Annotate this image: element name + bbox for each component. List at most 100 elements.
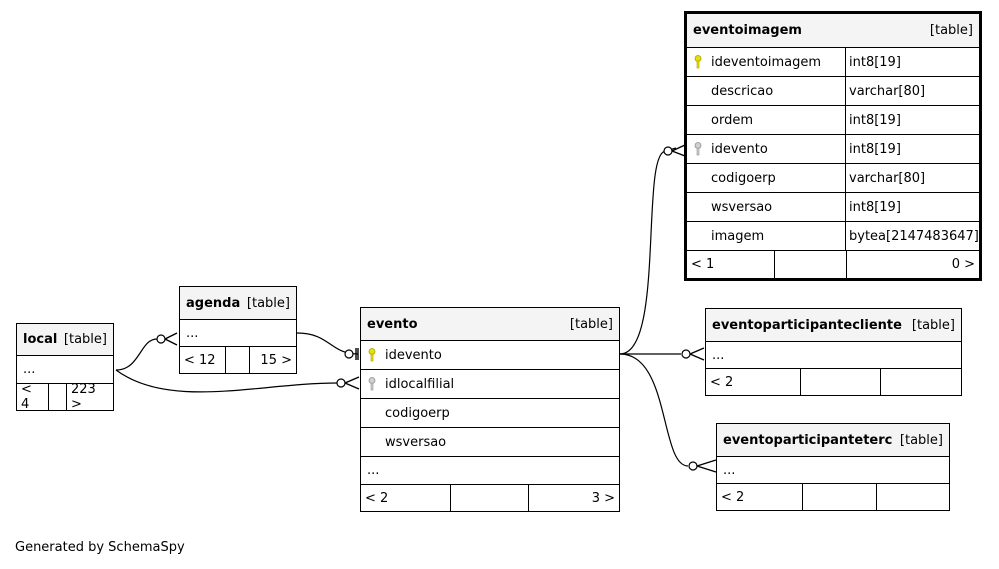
- more-columns[interactable]: ...: [706, 342, 961, 369]
- parents-count[interactable]: < 1: [687, 251, 775, 278]
- column-name: imagem: [711, 228, 765, 244]
- children-count[interactable]: [877, 484, 949, 510]
- column-name: ideventoimagem: [711, 54, 821, 70]
- edge-crowfoot: [344, 376, 360, 390]
- table-header: evento [table]: [361, 308, 619, 341]
- row-count: [226, 347, 250, 373]
- parents-count[interactable]: < 2: [706, 369, 801, 395]
- more-columns[interactable]: ...: [361, 457, 619, 485]
- column-name: idlocalfilial: [385, 376, 455, 392]
- column-type: varchar[80]: [849, 83, 926, 99]
- table-name: eventoparticipanteterc: [723, 432, 893, 448]
- row-count: [803, 484, 877, 510]
- primary-key-icon: [367, 348, 377, 362]
- column-row[interactable]: ideventoimagem int8[19]: [687, 48, 979, 77]
- edge-one-bar: [355, 348, 359, 360]
- more-columns[interactable]: ...: [180, 320, 296, 347]
- column-name: idevento: [711, 141, 768, 157]
- edge-marker-circle: [156, 334, 166, 344]
- children-count[interactable]: 0 >: [951, 257, 975, 272]
- column-row[interactable]: idevento: [361, 341, 619, 370]
- column-row[interactable]: codigoerp: [361, 399, 619, 428]
- column-row[interactable]: ordem int8[19]: [687, 106, 979, 135]
- table-agenda[interactable]: agenda [table] ... < 12 15 >: [179, 286, 297, 374]
- edge-marker-circle: [344, 349, 354, 359]
- edge-marker-circle: [688, 461, 698, 471]
- parents-count[interactable]: < 4: [17, 382, 49, 412]
- column-row[interactable]: idevento int8[19]: [687, 135, 979, 164]
- row-count: [775, 251, 847, 278]
- primary-key-icon: [693, 55, 703, 69]
- children-count[interactable]: [881, 369, 961, 395]
- more-columns[interactable]: ...: [17, 356, 113, 384]
- column-row[interactable]: codigoerp varchar[80]: [687, 164, 979, 193]
- column-name: idevento: [385, 347, 442, 363]
- table-type: [table]: [929, 23, 973, 38]
- table-type: [table]: [246, 295, 290, 311]
- table-type: [table]: [569, 316, 613, 332]
- generator-credit: Generated by SchemaSpy: [15, 540, 185, 555]
- table-type: [table]: [911, 317, 955, 333]
- table-footer: < 2: [717, 484, 949, 510]
- column-type: bytea[2147483647]: [849, 228, 979, 244]
- table-footer: < 2 3 >: [361, 485, 619, 511]
- table-header: eventoparticipanteterc [table]: [717, 424, 949, 457]
- edge-crowfoot: [689, 347, 705, 361]
- table-name: agenda: [186, 295, 241, 311]
- table-name: eventoparticipantecliente: [712, 317, 902, 333]
- column-name: descricao: [711, 83, 774, 99]
- table-evento[interactable]: evento [table] idevento idlocalfilial co…: [360, 307, 620, 512]
- table-name: eventoimagem: [693, 23, 802, 38]
- column-name: wsversao: [385, 434, 447, 450]
- column-type: int8[19]: [849, 54, 901, 70]
- edge-crowfoot: [671, 144, 686, 157]
- column-name: codigoerp: [711, 170, 776, 186]
- column-type: int8[19]: [849, 141, 901, 157]
- column-type: int8[19]: [849, 112, 901, 128]
- column-type: int8[19]: [849, 199, 901, 215]
- parents-count[interactable]: < 2: [361, 485, 451, 511]
- edge-evento-epterc: [619, 353, 689, 467]
- row-count: [49, 384, 67, 410]
- edge-crowfoot: [696, 459, 717, 473]
- edge-evento-eventoimagem: [619, 147, 677, 355]
- table-footer: < 2: [706, 369, 961, 395]
- table-name: evento: [367, 316, 418, 332]
- foreign-key-icon: [367, 377, 377, 391]
- table-footer: < 1 0 >: [687, 251, 979, 278]
- parents-count[interactable]: < 12: [180, 347, 226, 373]
- parents-count[interactable]: < 2: [717, 484, 803, 510]
- table-header: eventoimagem [table]: [687, 14, 979, 48]
- children-count[interactable]: 15 >: [260, 352, 292, 368]
- edge-marker-circle: [336, 378, 346, 388]
- column-row[interactable]: idlocalfilial: [361, 370, 619, 399]
- table-header: eventoparticipantecliente [table]: [706, 309, 961, 342]
- table-header: agenda [table]: [180, 287, 296, 320]
- column-row[interactable]: imagem bytea[2147483647]: [687, 222, 979, 251]
- column-name: codigoerp: [385, 405, 450, 421]
- table-eventoparticipantecliente[interactable]: eventoparticipantecliente [table] ... < …: [705, 308, 962, 396]
- column-row[interactable]: wsversao: [361, 428, 619, 457]
- edge-local-evento: [115, 369, 338, 393]
- children-count[interactable]: 223 >: [71, 382, 96, 412]
- foreign-key-icon: [693, 142, 703, 156]
- column-row[interactable]: descricao varchar[80]: [687, 77, 979, 106]
- edge-local-agenda: [115, 338, 158, 371]
- edge-marker-circle: [681, 349, 691, 359]
- table-name: local: [23, 332, 58, 347]
- edge-marker-circle: [663, 146, 673, 156]
- column-row[interactable]: wsversao int8[19]: [687, 193, 979, 222]
- column-name: wsversao: [711, 199, 773, 215]
- column-type: varchar[80]: [849, 170, 926, 186]
- more-columns[interactable]: ...: [717, 457, 949, 484]
- table-eventoparticipanteterc[interactable]: eventoparticipanteterc [table] ... < 2: [716, 423, 950, 511]
- row-count: [801, 369, 881, 395]
- table-footer: < 12 15 >: [180, 347, 296, 373]
- table-header: local [table]: [17, 324, 113, 356]
- children-count[interactable]: 3 >: [591, 490, 615, 506]
- table-local[interactable]: local [table] ... < 4 223 >: [16, 323, 114, 412]
- table-eventoimagem[interactable]: eventoimagem [table] ideventoimagem int8…: [684, 11, 982, 281]
- edge-crowfoot: [164, 332, 178, 346]
- row-count: [451, 485, 529, 511]
